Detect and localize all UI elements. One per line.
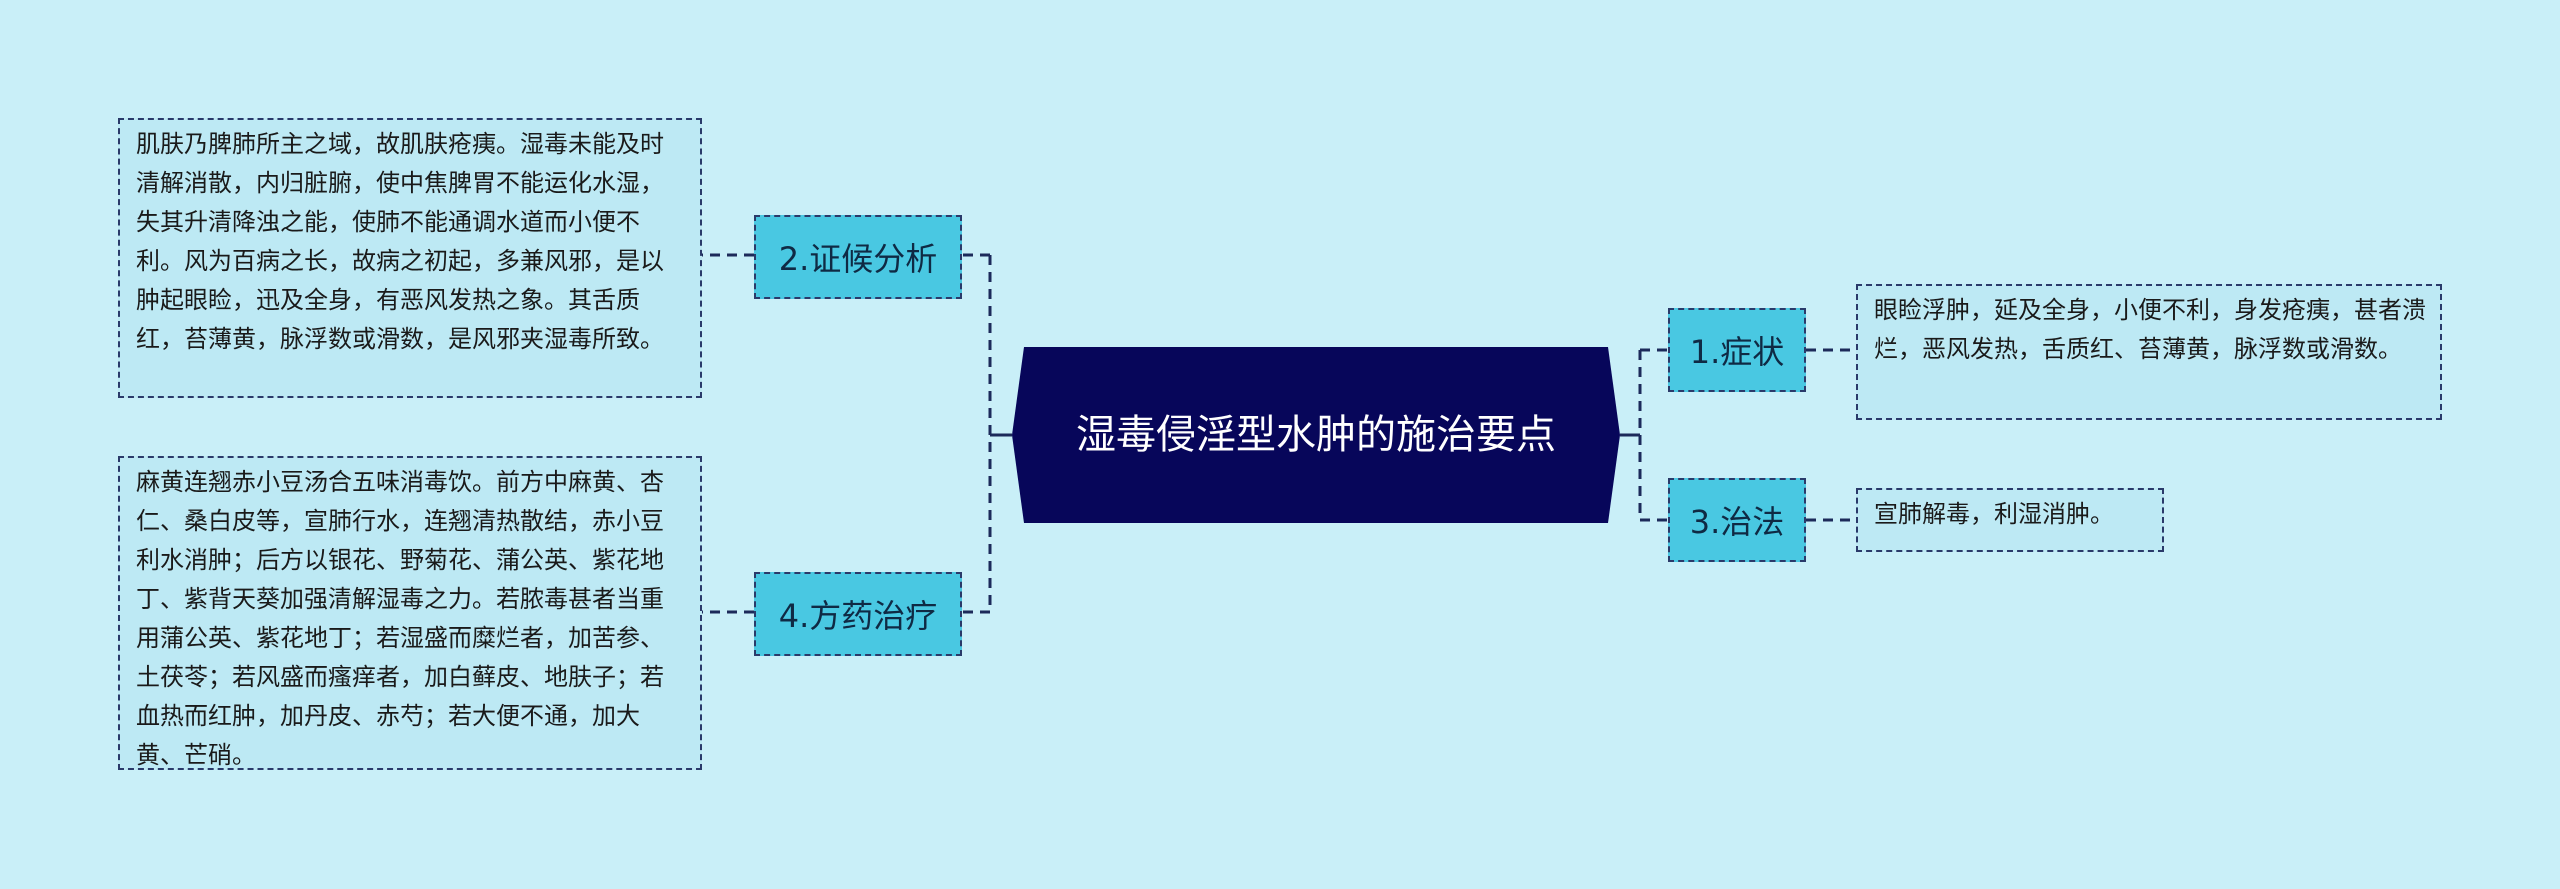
root-topic[interactable]: 湿毒侵淫型水肿的施治要点 [1012,347,1620,523]
branch-zhifa-label: 3.治法 [1689,503,1785,541]
branch-zhifa[interactable]: 3.治法 [1668,478,1806,562]
detail-zhifa[interactable]: 宣肺解毒，利湿消肿。 [1856,488,2164,552]
branch-zhengzhuang-label: 1.症状 [1689,333,1785,371]
detail-zhengzhuang[interactable]: 眼睑浮肿，延及全身，小便不利，身发疮痍，甚者溃烂，恶风发热，舌质红、苔薄黄，脉浮… [1856,284,2442,420]
branch-fangyao[interactable]: 4.方药治疗 [754,572,962,656]
detail-fangyao-text: 麻黄连翘赤小豆汤合五味消毒饮。前方中麻黄、杏仁、桑白皮等，宣肺行水，连翘清热散结… [136,468,664,769]
detail-fangyao[interactable]: 麻黄连翘赤小豆汤合五味消毒饮。前方中麻黄、杏仁、桑白皮等，宣肺行水，连翘清热散结… [118,456,702,770]
branch-zhenghou-label: 2.证候分析 [778,240,938,278]
branch-zhengzhuang[interactable]: 1.症状 [1668,308,1806,392]
detail-zhengzhuang-text: 眼睑浮肿，延及全身，小便不利，身发疮痍，甚者溃烂，恶风发热，舌质红、苔薄黄，脉浮… [1874,296,2426,363]
root-topic-title: 湿毒侵淫型水肿的施治要点 [1076,412,1556,458]
branch-zhenghou[interactable]: 2.证候分析 [754,215,962,299]
detail-zhenghou-text: 肌肤乃脾肺所主之域，故肌肤疮痍。湿毒未能及时清解消散，内归脏腑，使中焦脾胃不能运… [136,130,664,353]
branch-fangyao-label: 4.方药治疗 [778,597,938,635]
detail-zhenghou[interactable]: 肌肤乃脾肺所主之域，故肌肤疮痍。湿毒未能及时清解消散，内归脏腑，使中焦脾胃不能运… [118,118,702,398]
detail-zhifa-text: 宣肺解毒，利湿消肿。 [1874,500,2114,528]
